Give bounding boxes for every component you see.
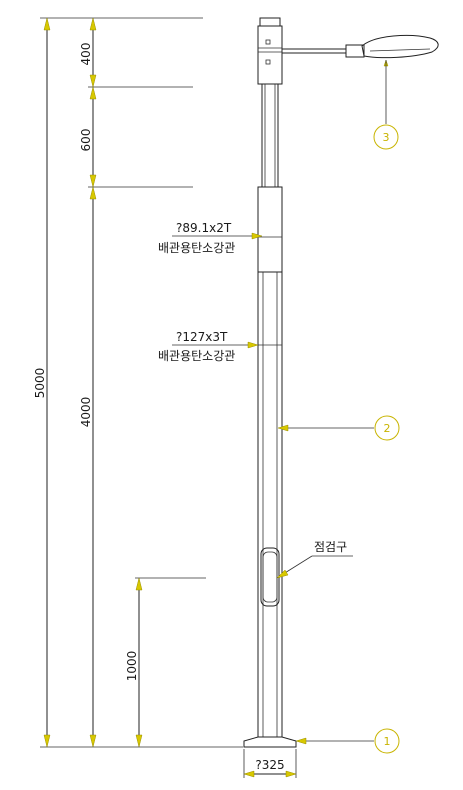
callout-upper-pipe: ?89.1x2T 배관용탄소강관 xyxy=(158,221,263,255)
dimension-line-400-600-4000 xyxy=(89,17,97,748)
callout-lower-pipe: ?127x3T 배관용탄소강관 xyxy=(158,330,259,363)
pole-body xyxy=(243,17,297,748)
svg-text:2: 2 xyxy=(384,422,391,435)
dim-5000: 5000 xyxy=(33,368,47,399)
lamp-arm xyxy=(282,48,346,54)
upper-pipe-material: 배관용탄소강관 xyxy=(158,241,235,255)
balloon-lamp: 3 xyxy=(373,124,399,150)
dimension-base-width: ?325 xyxy=(243,749,297,778)
svg-text:3: 3 xyxy=(383,131,390,144)
svg-text:1: 1 xyxy=(384,735,391,748)
luminaire xyxy=(345,34,439,124)
dim-4000: 4000 xyxy=(79,397,93,428)
inspection-door-label: 점검구 xyxy=(314,540,347,554)
extension-lines xyxy=(40,17,243,748)
dim-400: 400 xyxy=(79,43,93,66)
dim-base-width: ?325 xyxy=(255,758,284,772)
lower-pipe-material: 배관용탄소강관 xyxy=(158,349,235,363)
balloon-base: 1 xyxy=(295,728,400,754)
dimension-line-5000 xyxy=(43,17,51,748)
upper-pipe-size: ?89.1x2T xyxy=(176,221,232,235)
callout-inspection-door: 점검구 xyxy=(276,540,353,579)
dim-1000: 1000 xyxy=(125,651,139,682)
lower-pipe-size: ?127x3T xyxy=(176,330,228,344)
dimension-line-1000 xyxy=(135,577,143,748)
dim-600: 600 xyxy=(79,129,93,152)
balloon-pole: 2 xyxy=(277,415,400,441)
